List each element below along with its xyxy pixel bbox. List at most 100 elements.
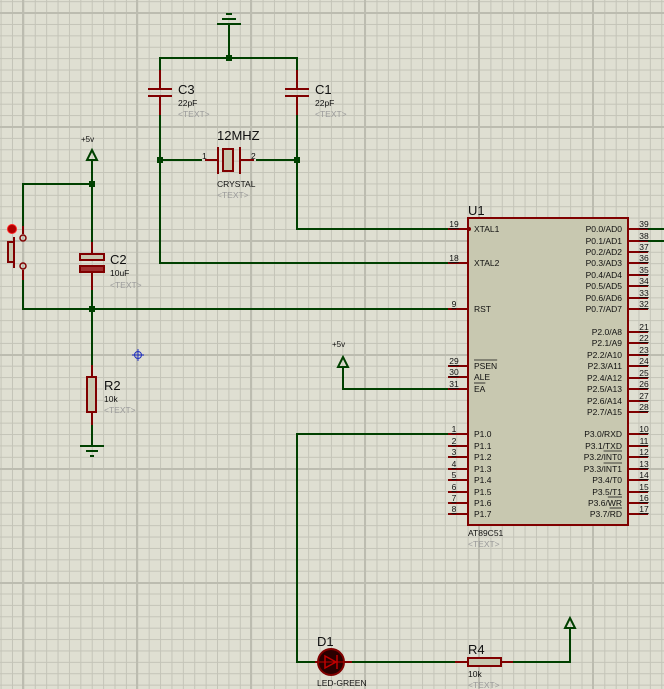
capacitor-c1[interactable]: C1 22pF <TEXT> [285, 70, 347, 119]
pin-label: XTAL2 [474, 258, 500, 268]
pin-label: P2.3/A11 [588, 361, 623, 371]
c3-ref: C3 [178, 82, 195, 97]
pin-label: P3.4/T0 [592, 475, 622, 485]
wires [22, 24, 664, 663]
pin-label: P3.5/T1 [592, 487, 622, 497]
c1-value: 22pF [315, 98, 334, 108]
pin-label: P2.5/A13 [587, 384, 622, 394]
reset-pushbutton[interactable] [7, 224, 27, 281]
pin-number: 13 [639, 459, 649, 469]
pin-number: 35 [639, 265, 649, 275]
wire-switch-bottom[interactable] [22, 280, 450, 310]
wire-r4-vcc[interactable] [513, 628, 571, 663]
pin-number: 37 [639, 242, 649, 252]
wire-c1-xtal1[interactable] [296, 115, 450, 230]
power-terminal-5v-ea[interactable]: +5v [332, 340, 350, 368]
switch-actuator-icon[interactable] [7, 224, 17, 234]
resistor-r2[interactable]: R2 10k <TEXT> [86, 365, 136, 425]
pin-number: 38 [639, 231, 649, 241]
pin-label: P1.0 [474, 429, 492, 439]
pin-label: XTAL1 [474, 224, 500, 234]
pin-label: ALE [474, 372, 490, 382]
crystal-pin2: 2 [251, 151, 256, 161]
pin-label: P1.6 [474, 498, 492, 508]
pin-label: P1.3 [474, 464, 492, 474]
power-terminal-5v-left[interactable]: +5v [81, 135, 99, 161]
wire-p10-led[interactable] [296, 433, 450, 663]
pin-label: P3.6/WR [588, 498, 622, 508]
led-d1[interactable]: D1 LED-GREEN [315, 634, 367, 688]
pin-number: 27 [639, 391, 649, 401]
pin-number: 39 [639, 219, 649, 229]
crystal-x1[interactable]: 12MHZ 1 2 CRYSTAL <TEXT> [202, 128, 260, 200]
pin-number: 18 [449, 253, 459, 263]
pin-number: 23 [639, 345, 649, 355]
ground-symbol-top[interactable] [217, 13, 241, 25]
pin-label: P1.7 [474, 509, 492, 519]
pin-number: 19 [449, 219, 459, 229]
wire-vcc-ea[interactable] [342, 367, 450, 390]
pin-number: 8 [452, 504, 457, 514]
pin-label: P3.7/RD [590, 509, 622, 519]
capacitor-c3[interactable]: C3 22pF <TEXT> [148, 70, 210, 119]
pin-number: 24 [639, 356, 649, 366]
u1-body[interactable] [467, 217, 629, 526]
wire-switch-top[interactable] [22, 183, 92, 226]
pin-number: 7 [452, 493, 457, 503]
pin-number: 26 [639, 379, 649, 389]
ground-symbol-bottom[interactable] [80, 445, 104, 457]
capacitor-c2[interactable]: C2 10uF <TEXT> [79, 242, 142, 290]
u1-text: <TEXT> [468, 539, 500, 549]
wire-c3-xtal2[interactable] [159, 115, 450, 264]
pin-number: 16 [639, 493, 649, 503]
pin-label: P3.3/INT1 [584, 464, 623, 474]
power-terminal-r4[interactable] [563, 615, 577, 629]
resistor-r4[interactable]: R4 10k <TEXT> [455, 642, 513, 689]
pin-number: 4 [452, 459, 457, 469]
pin-number: 36 [639, 253, 649, 263]
pin-number: 28 [639, 402, 649, 412]
c2-text: <TEXT> [110, 280, 142, 290]
